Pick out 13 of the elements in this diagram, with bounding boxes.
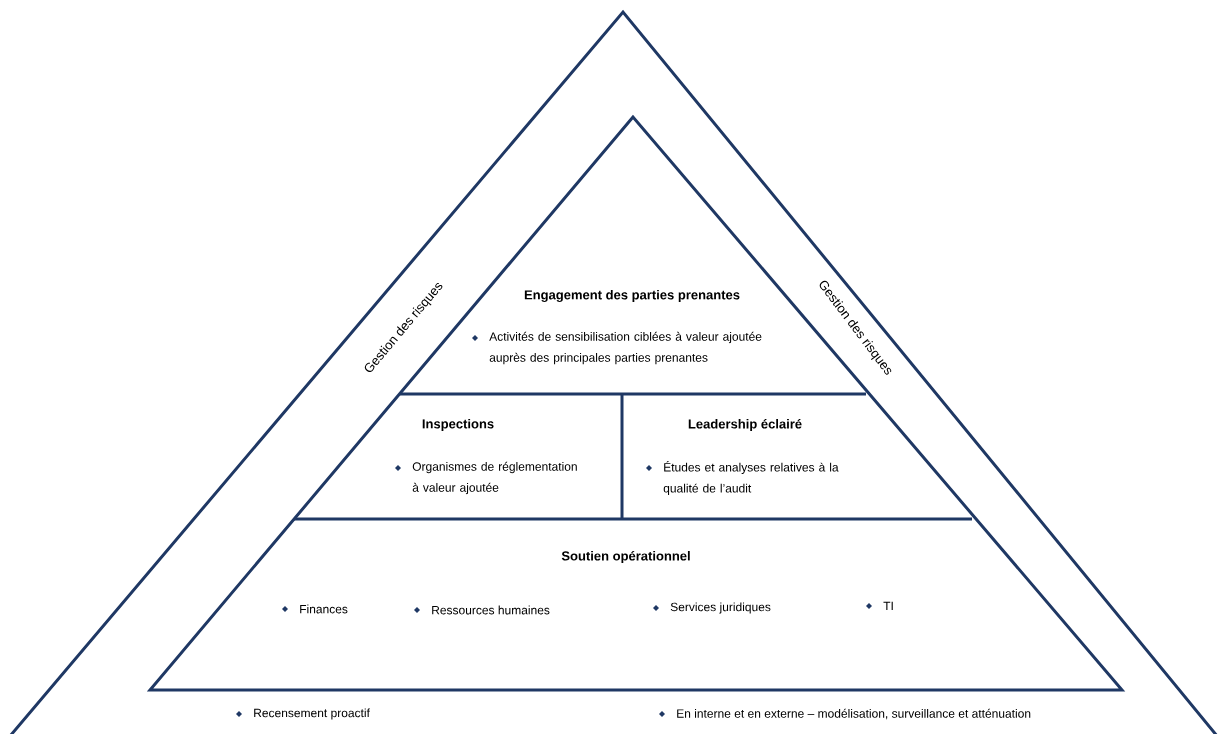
section-heading: Inspections	[422, 418, 494, 432]
bullet-text: Services juridiques	[670, 602, 771, 614]
bullet-text: Recensement proactif	[254, 708, 370, 720]
section-heading: Engagement des parties prenantes	[524, 289, 740, 303]
bullet-text: Finances	[300, 604, 348, 614]
bullet-text: En interne et en externe – modélisation, surveillance et atténuation	[677, 708, 1031, 720]
section-heading: Soutien opérationnel	[561, 550, 690, 564]
bullet-text: Ressources humaines	[432, 605, 550, 615]
bullet-text: Études et analyses relatives à la qualité de l’audit	[663, 461, 839, 495]
bullet-text: Activités de sensibilisation ciblées à valeur ajoutée auprès des principales parties prenantes	[489, 331, 762, 365]
section-heading: Leadership éclairé	[688, 418, 802, 432]
bullet-text: TI	[883, 601, 893, 611]
bullet-text: Organismes de réglementation à valeur ajoutée	[412, 461, 577, 495]
